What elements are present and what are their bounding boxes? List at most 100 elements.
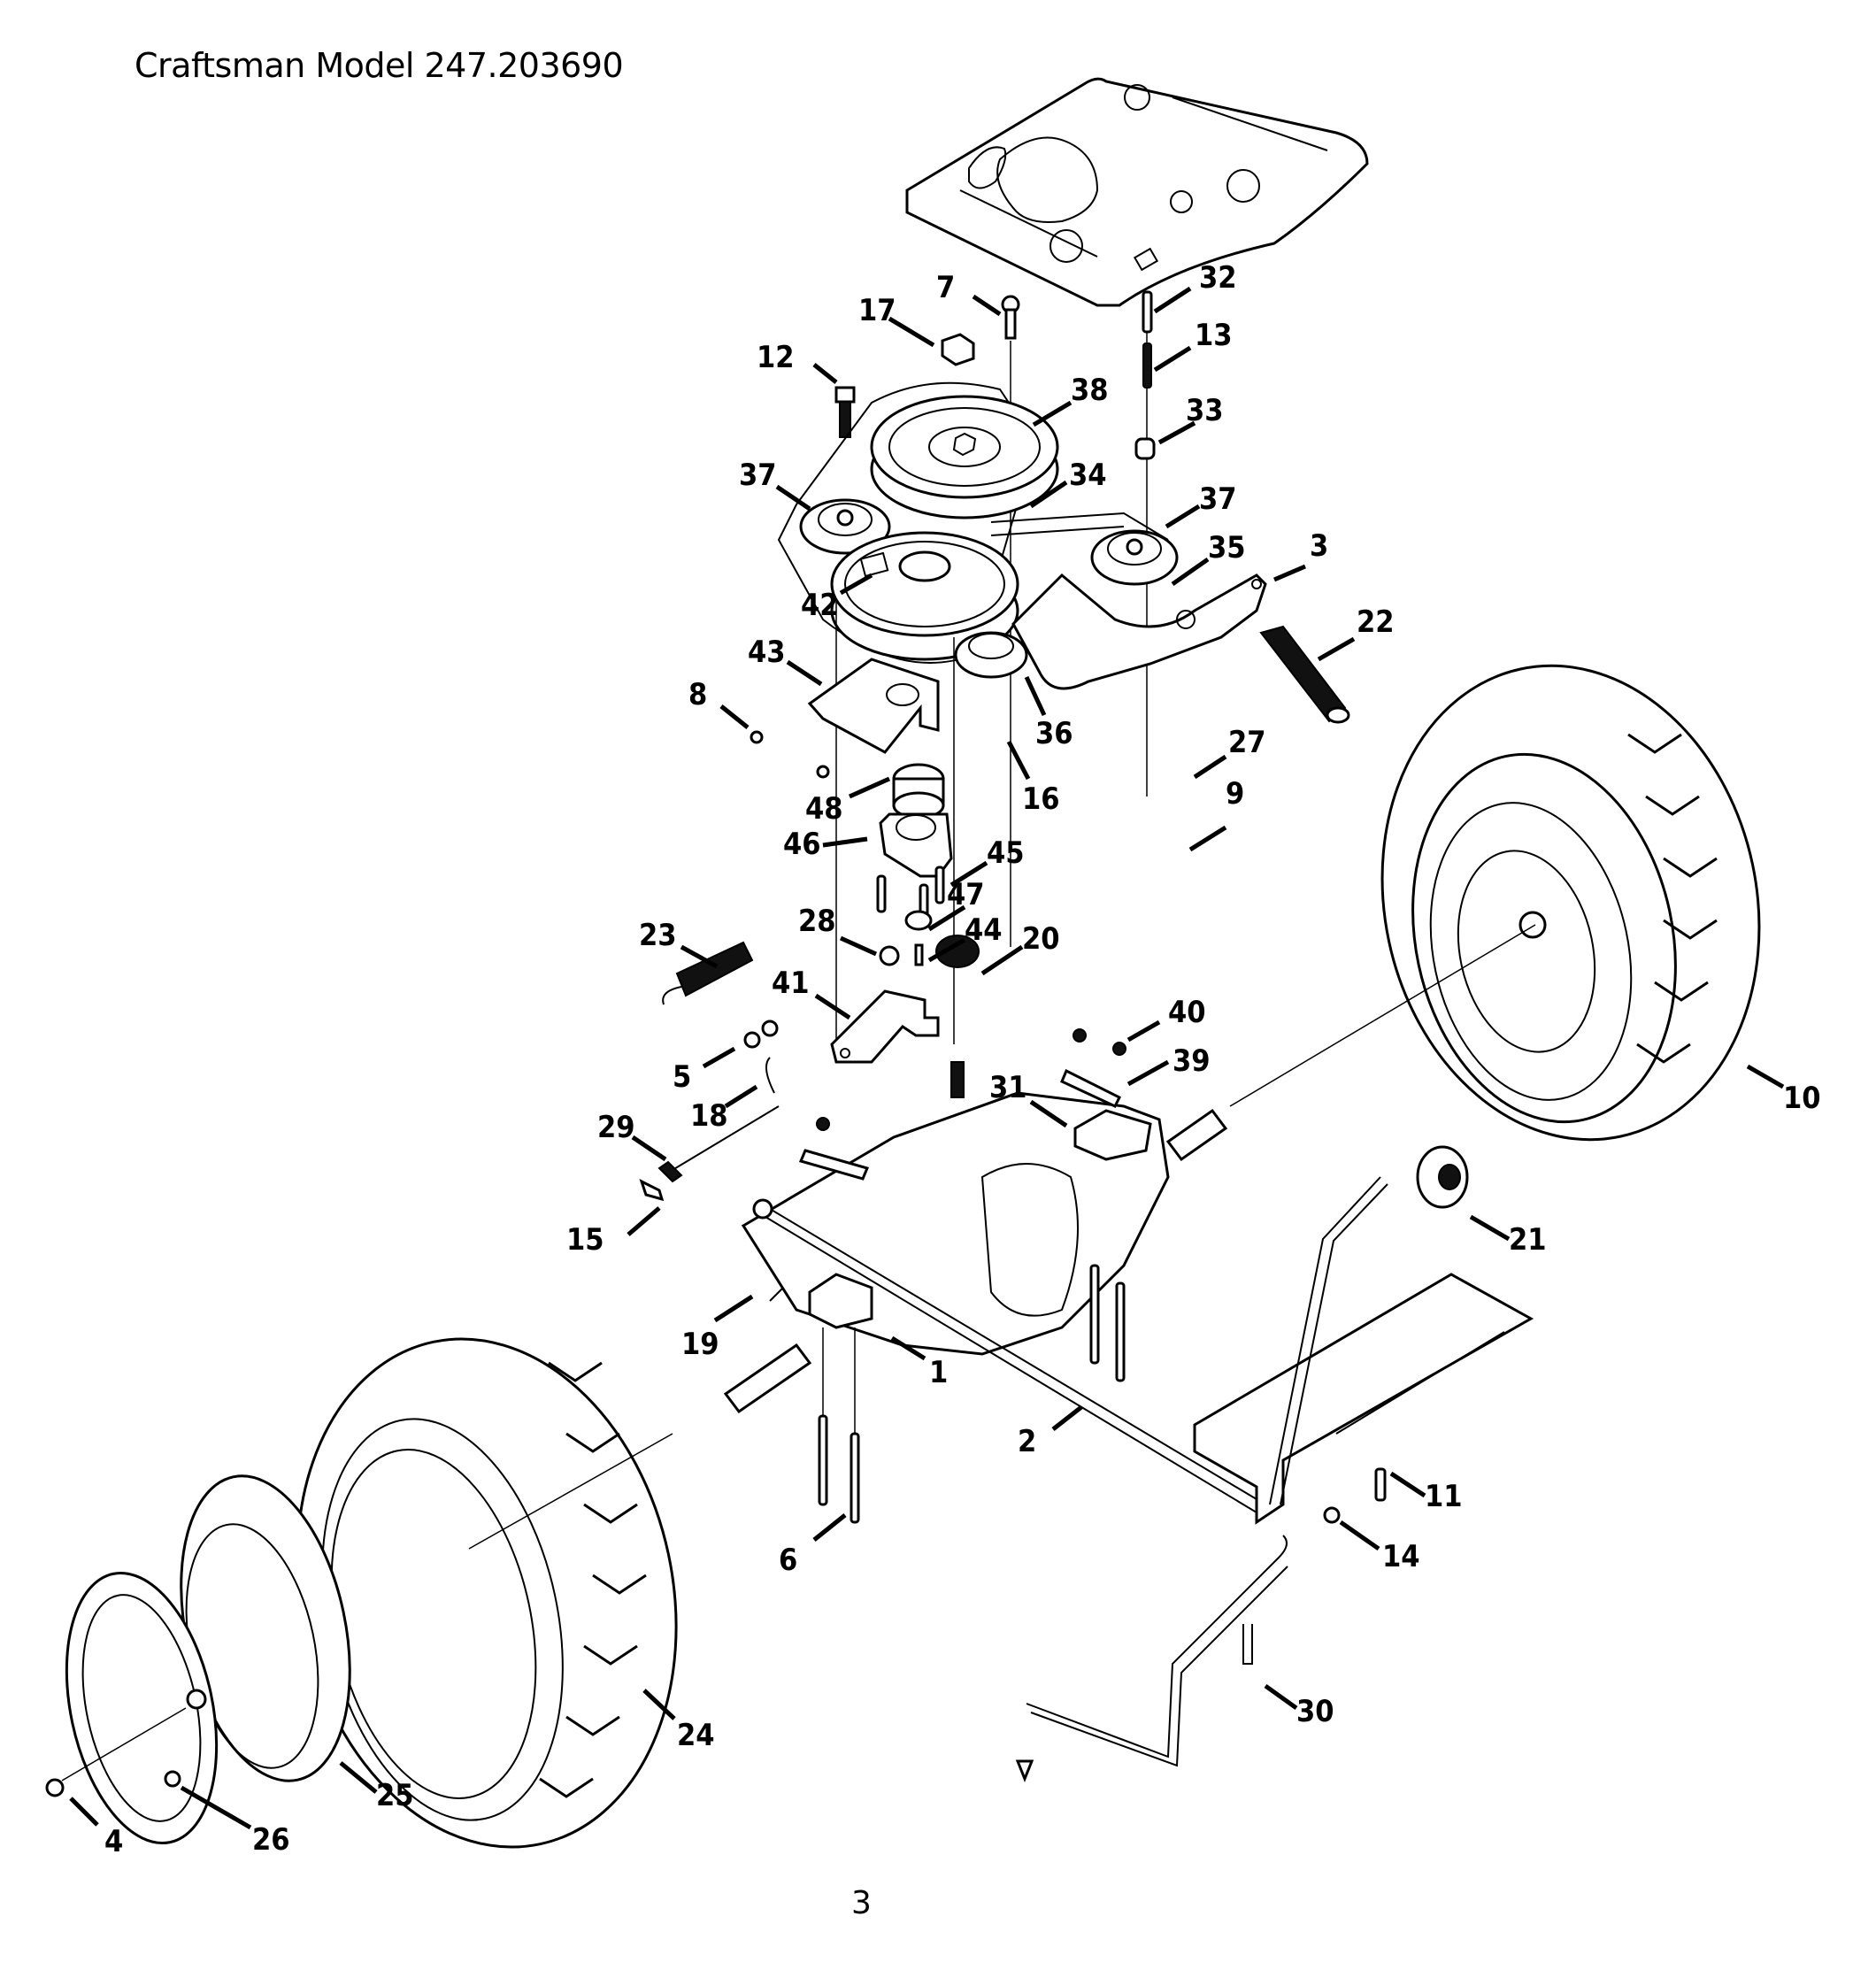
svg-text:20: 20 [1022, 921, 1060, 957]
svg-text:23: 23 [639, 918, 677, 953]
callout-34: 34 [1029, 458, 1107, 509]
callout-16: 16 [1006, 740, 1060, 817]
svg-text:26: 26 [252, 1822, 290, 1858]
callout-3: 3 [1273, 528, 1328, 582]
callout-26: 26 [180, 1785, 290, 1858]
svg-text:46: 46 [783, 827, 821, 862]
svg-text:8: 8 [688, 677, 707, 712]
callout-38: 38 [1032, 373, 1109, 427]
callout-30: 30 [1264, 1683, 1334, 1729]
deck-plate [905, 77, 1369, 307]
callout-9: 9 [1188, 776, 1244, 852]
svg-text:21: 21 [1509, 1222, 1547, 1258]
svg-text:25: 25 [376, 1778, 414, 1813]
svg-text:19: 19 [681, 1327, 719, 1362]
callout-40: 40 [1126, 995, 1206, 1043]
svg-text:18: 18 [690, 1098, 728, 1134]
svg-text:40: 40 [1168, 995, 1206, 1030]
callout-21: 21 [1469, 1214, 1547, 1258]
callout-37: 37 [739, 458, 811, 512]
callout-44: 44 [927, 912, 1003, 963]
mid-components [639, 602, 980, 1202]
callout-5: 5 [673, 1046, 736, 1095]
svg-text:39: 39 [1172, 1043, 1211, 1079]
rear-wheel-right [1229, 664, 1761, 1142]
callout-8: 8 [688, 677, 750, 729]
callout-2: 2 [1018, 1405, 1083, 1459]
svg-text:1: 1 [929, 1355, 948, 1390]
svg-text:7: 7 [936, 270, 955, 305]
svg-text:37: 37 [1199, 481, 1237, 517]
callout-14: 14 [1339, 1520, 1420, 1574]
svg-text:47: 47 [947, 877, 985, 912]
svg-text:32: 32 [1199, 260, 1237, 296]
callout-7: 7 [936, 270, 1002, 317]
callout-41: 41 [772, 966, 851, 1020]
callout-23: 23 [639, 918, 719, 969]
svg-text:6: 6 [779, 1543, 797, 1578]
document-title: Craftsman Model 247.203690 [135, 46, 624, 85]
svg-text:3: 3 [1310, 528, 1328, 564]
svg-text:16: 16 [1022, 781, 1060, 817]
callout-10: 10 [1746, 1064, 1821, 1116]
svg-text:31: 31 [989, 1070, 1027, 1105]
svg-text:5: 5 [673, 1059, 691, 1095]
svg-text:2: 2 [1018, 1424, 1036, 1459]
svg-text:15: 15 [566, 1222, 604, 1258]
rear-tire-left [296, 1337, 678, 1849]
svg-text:14: 14 [1382, 1539, 1420, 1574]
callout-12: 12 [757, 340, 838, 384]
callout-45: 45 [950, 835, 1025, 888]
svg-text:42: 42 [801, 588, 839, 623]
svg-text:10: 10 [1783, 1081, 1821, 1116]
svg-text:28: 28 [798, 904, 836, 939]
callout-17: 17 [858, 293, 935, 348]
callout-15: 15 [566, 1206, 661, 1258]
callout-27: 27 [1193, 725, 1266, 780]
wheel-rim [45, 1474, 351, 1845]
svg-text:27: 27 [1228, 725, 1266, 760]
callout-48: 48 [805, 776, 891, 827]
callout-32: 32 [1153, 260, 1237, 314]
svg-text:29: 29 [597, 1110, 635, 1145]
svg-text:41: 41 [772, 966, 810, 1001]
callout-18: 18 [690, 1084, 758, 1134]
callout-37b: 37 [1165, 481, 1237, 529]
svg-text:4: 4 [104, 1824, 123, 1859]
svg-text:35: 35 [1208, 530, 1246, 566]
transaxle [723, 1028, 1266, 1524]
svg-text:43: 43 [748, 635, 786, 670]
callout-33: 33 [1157, 393, 1224, 445]
svg-text:44: 44 [965, 912, 1003, 948]
shift-assembly [1015, 1145, 1534, 1783]
callout-28: 28 [798, 904, 878, 957]
callout-19: 19 [681, 1294, 754, 1362]
callout-20: 20 [980, 921, 1060, 976]
svg-text:11: 11 [1425, 1479, 1463, 1514]
svg-text:24: 24 [677, 1718, 715, 1753]
callout-13: 13 [1153, 318, 1233, 373]
callout-36: 36 [1024, 675, 1073, 751]
svg-text:17: 17 [858, 293, 896, 328]
callout-29: 29 [597, 1110, 667, 1162]
svg-text:37: 37 [739, 458, 777, 493]
svg-text:48: 48 [805, 791, 843, 827]
svg-text:9: 9 [1226, 776, 1244, 812]
svg-text:12: 12 [757, 340, 795, 375]
svg-text:33: 33 [1186, 393, 1224, 428]
callout-47: 47 [927, 877, 985, 932]
svg-text:45: 45 [987, 835, 1025, 871]
callouts: 1 2 3 4 5 6 7 8 9 10 11 12 13 14 15 16 1… [69, 260, 1821, 1859]
svg-text:36: 36 [1035, 716, 1073, 751]
pulley-assembly [777, 381, 1350, 724]
callout-35: 35 [1171, 530, 1246, 587]
svg-text:30: 30 [1296, 1694, 1334, 1729]
callout-1: 1 [890, 1335, 948, 1390]
callout-25: 25 [339, 1761, 414, 1813]
callout-42: 42 [801, 573, 873, 623]
svg-text:13: 13 [1195, 318, 1233, 353]
page-number: 3 [851, 1885, 872, 1921]
callout-6: 6 [779, 1513, 847, 1578]
svg-text:38: 38 [1071, 373, 1109, 408]
